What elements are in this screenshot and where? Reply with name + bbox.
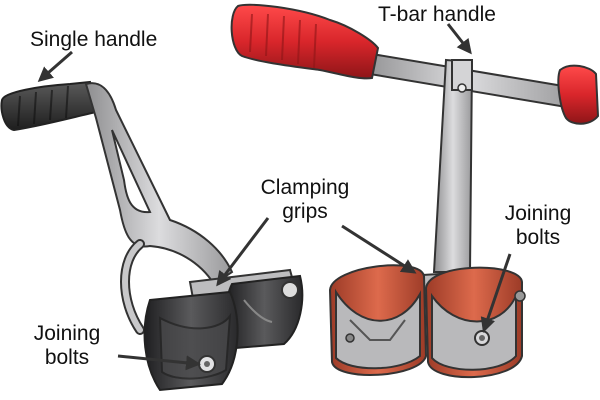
label-clamping-grips-line1: Clamping: [250, 176, 360, 200]
label-joining-bolts-left-line1: Joining: [22, 322, 112, 346]
arrow-t-bar-handle: [448, 24, 470, 52]
label-joining-bolts-left-line2: bolts: [22, 346, 112, 370]
t-bar-grip-right: [558, 66, 598, 124]
label-joining-bolts-left: Joining bolts: [22, 322, 112, 370]
arrow-single-handle: [40, 52, 72, 80]
single-handle-arm: [86, 83, 232, 284]
label-t-bar-handle: T-bar handle: [378, 3, 496, 27]
label-joining-bolts-right-line1: Joining: [488, 202, 588, 226]
label-joining-bolts-right-line2: bolts: [488, 226, 588, 250]
single-handle-grip: [2, 82, 97, 130]
arrow-clamping-grips-right: [342, 226, 414, 272]
label-joining-bolts-right: Joining bolts: [488, 202, 588, 250]
label-clamping-grips-line2: grips: [250, 200, 360, 224]
label-clamping-grips: Clamping grips: [250, 176, 360, 224]
label-single-handle: Single handle: [30, 28, 157, 52]
t-bar-grip-left: [232, 5, 378, 79]
t-bar-stem: [434, 60, 472, 272]
